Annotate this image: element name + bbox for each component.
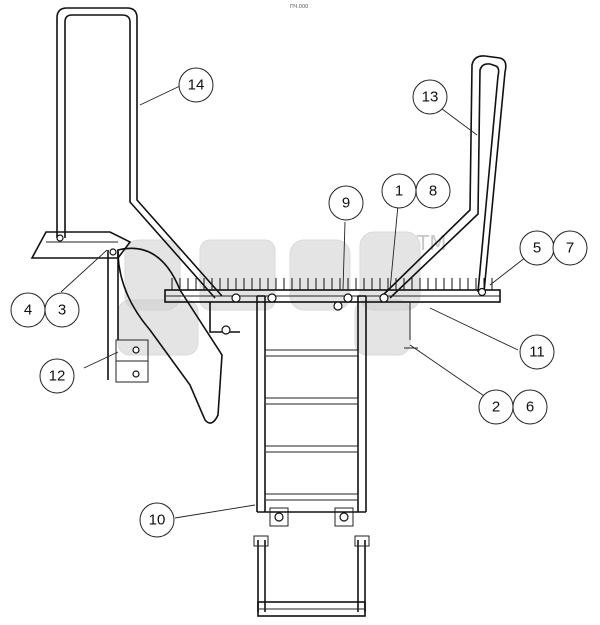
callout-9: 9 [328,185,364,221]
callout-10: 10 [139,502,175,538]
callout-label-12: 12 [49,368,66,385]
callout-label-14: 14 [188,77,205,94]
left-handrail [56,7,223,299]
callout-2: 2 [478,389,514,425]
callout-12: 12 [39,358,75,394]
callout-label-11: 11 [529,344,545,361]
leader-lines [60,85,536,519]
right-handrail [381,55,507,299]
main-frame [164,278,501,349]
callout-8: 8 [415,173,451,209]
callout-4: 4 [10,292,46,328]
callout-label-1: 1 [395,183,403,200]
callout-5: 5 [519,230,555,266]
callout-label-6: 6 [526,399,534,416]
callout-label-8: 8 [429,183,437,200]
callout-14: 14 [178,67,214,103]
callout-label-5: 5 [533,240,541,257]
drawing-code: ПЧ.000 [290,4,308,10]
callout-label-2: 2 [492,399,500,416]
callout-label-4: 4 [24,302,32,319]
callout-13: 13 [412,79,448,115]
diagonal-strut [117,247,223,424]
lower-step [253,535,370,617]
callout-3: 3 [44,292,80,328]
callout-label-3: 3 [58,302,66,319]
callout-6: 6 [512,389,548,425]
ladder [256,295,367,527]
callout-1: 1 [381,173,417,209]
callout-7: 7 [552,230,588,266]
watermark-tm: TM [416,231,446,255]
left-bracket [30,231,132,259]
left-mount-plate [107,250,149,383]
callout-11: 11 [519,334,555,370]
callout-label-9: 9 [342,195,350,212]
callout-label-13: 13 [422,89,439,106]
watermark: TM [117,231,446,356]
callout-label-7: 7 [566,240,574,257]
callout-label-10: 10 [149,512,166,529]
